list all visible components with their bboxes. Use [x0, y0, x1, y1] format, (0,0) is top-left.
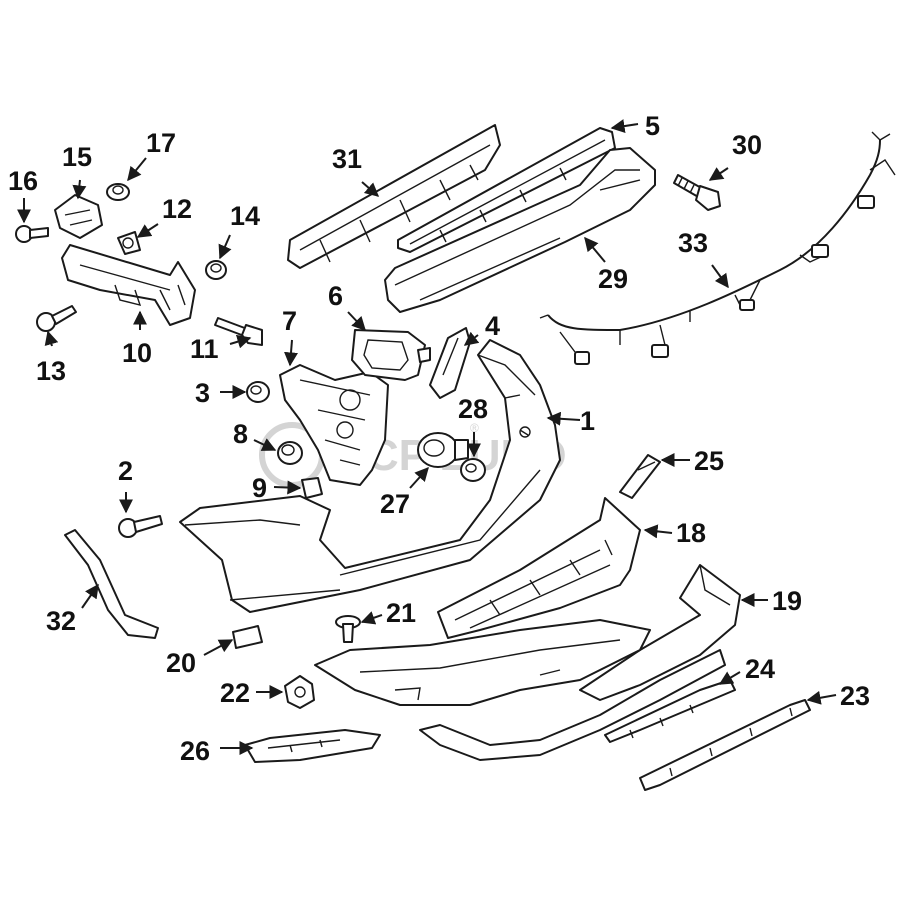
part-lower-trim-panel — [314, 619, 651, 706]
callout-12: 12 — [162, 194, 192, 224]
part-31-energy-absorber — [287, 124, 501, 269]
part-25-reflector — [619, 454, 661, 499]
callout-9: 9 — [252, 473, 267, 503]
callout-10: 10 — [122, 338, 152, 368]
callout-27: 27 — [380, 489, 410, 519]
callout-17: 17 — [146, 128, 176, 158]
part-29-impact-bar — [384, 147, 656, 313]
callout-32: 32 — [46, 606, 76, 636]
callout-6: 6 — [328, 281, 343, 311]
callout-23: 23 — [840, 681, 870, 711]
callout-5: 5 — [645, 111, 660, 141]
part-15-bracket — [54, 194, 103, 239]
callout-4: 4 — [485, 311, 500, 341]
callout-3: 3 — [195, 378, 210, 408]
part-9-nut — [301, 477, 323, 499]
callout-7: 7 — [282, 306, 297, 336]
part-17-clip — [106, 183, 130, 201]
part-8-clip — [277, 441, 303, 465]
watermark-registered: ® — [470, 421, 479, 435]
part-10-side-bracket — [61, 244, 196, 326]
callout-24: 24 — [745, 654, 775, 684]
part-23-strip — [639, 699, 811, 791]
callout-18: 18 — [676, 518, 706, 548]
part-16-screw — [15, 225, 49, 243]
part-21-push-pin — [335, 615, 361, 643]
part-22-bracket — [284, 675, 315, 709]
callout-22: 22 — [220, 678, 250, 708]
callout-31: 31 — [332, 144, 362, 174]
part-30-bolt — [673, 174, 721, 211]
callout-25: 25 — [694, 446, 724, 476]
part-2-screw — [118, 515, 163, 538]
callout-28: 28 — [458, 394, 488, 424]
callout-16: 16 — [8, 166, 38, 196]
callout-29: 29 — [598, 264, 628, 294]
callout-13: 13 — [36, 356, 66, 386]
part-lower-trim-strip — [419, 649, 726, 761]
callout-30: 30 — [732, 130, 762, 160]
part-1-bumper-cover — [179, 339, 561, 613]
callout-labels: 1 2 3 4 5 6 7 8 9 10 11 12 13 14 15 16 1… — [8, 111, 870, 766]
part-33-wiring-harness — [539, 131, 896, 365]
part-27-parking-sensor — [417, 432, 469, 468]
callout-15: 15 — [62, 142, 92, 172]
callout-8: 8 — [233, 419, 248, 449]
part-20-pad — [232, 625, 263, 649]
part-14-clip — [205, 260, 227, 280]
part-3-grommet — [246, 381, 270, 403]
part-5-reinforcement — [397, 127, 616, 253]
callout-11: 11 — [190, 334, 219, 364]
callout-20: 20 — [166, 648, 196, 678]
callout-21: 21 — [386, 598, 416, 628]
part-26-trim — [244, 729, 381, 763]
callout-33: 33 — [678, 228, 708, 258]
part-32-molding — [64, 529, 159, 639]
part-24-strip — [604, 679, 736, 743]
leader-lines — [17, 119, 837, 755]
part-6-sensor-ring — [351, 329, 431, 381]
part-13-screw — [36, 305, 77, 332]
callout-14: 14 — [230, 201, 260, 231]
part-28-grommet — [460, 458, 486, 482]
part-4-bracket — [429, 327, 471, 399]
part-19-end-cover — [579, 564, 741, 701]
callout-1: 1 — [580, 406, 595, 436]
callout-19: 19 — [772, 586, 802, 616]
part-12-clip — [117, 231, 141, 255]
callout-2: 2 — [118, 456, 133, 486]
part-18-lower-cover — [437, 497, 641, 639]
part-7-sensor-bracket — [279, 364, 389, 486]
callout-26: 26 — [180, 736, 210, 766]
